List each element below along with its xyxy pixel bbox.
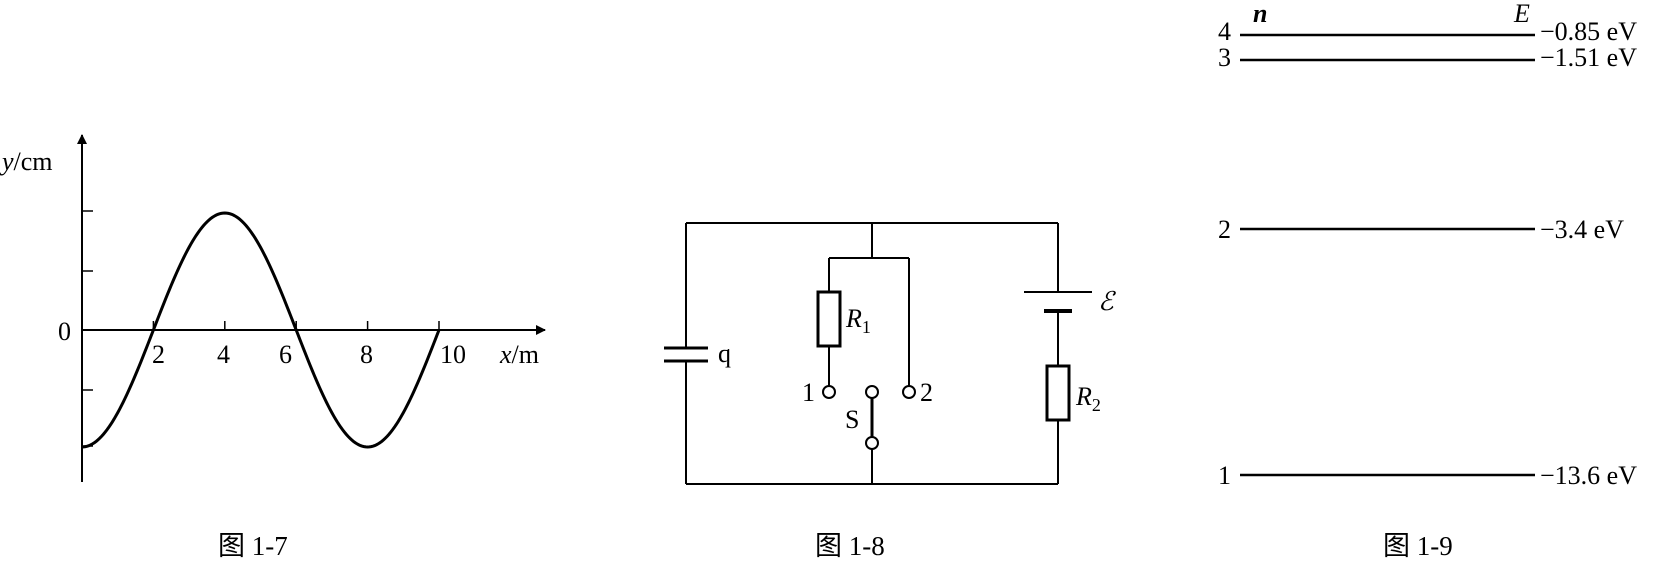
level-3-n: 3: [1218, 43, 1231, 72]
caption-fig-1-7: 图 1-7: [218, 531, 288, 561]
level-2-energy: −3.4 eV: [1540, 215, 1624, 244]
n-header: n: [1253, 0, 1267, 28]
x-axis-label: x/m: [499, 340, 539, 369]
origin-label: 0: [58, 317, 71, 346]
x-tick-label-6: 6: [279, 340, 292, 369]
level-4-energy: −0.85 eV: [1540, 17, 1637, 46]
x-tick-label-10: 10: [440, 340, 466, 369]
terminal-2: [902, 385, 916, 399]
battery: [1024, 291, 1092, 313]
x-tick-label-4: 4: [217, 340, 230, 369]
energy-level-2: 2 −3.4 eV: [1218, 215, 1624, 244]
resistor-r2: [1045, 364, 1071, 422]
resistor-r1-label: R1: [845, 304, 871, 337]
resistor-r2-label: R2: [1075, 382, 1101, 415]
wave-graph: 0 2 4 6 8 10 y/cm x/m 图 1-7: [0, 134, 546, 561]
level-3-energy: −1.51 eV: [1540, 43, 1637, 72]
energy-level-4: 4 −0.85 eV: [1218, 17, 1637, 46]
level-1-n: 1: [1218, 461, 1231, 490]
x-tick-label-2: 2: [152, 340, 165, 369]
y-axis-label: y/cm: [0, 147, 53, 176]
emf-label: ℰ: [1098, 287, 1116, 316]
capacitor-label: q: [718, 339, 731, 368]
wave-curve: [81, 211, 441, 449]
switch-pivot-top: [865, 385, 879, 399]
level-2-n: 2: [1218, 215, 1231, 244]
switch-label: S: [845, 405, 859, 434]
caption-fig-1-9: 图 1-9: [1383, 531, 1453, 561]
energy-level-3: 3 −1.51 eV: [1218, 43, 1637, 72]
terminal-1: [822, 385, 836, 399]
energy-level-diagram: n E 4 −0.85 eV 3 −1.51 eV 2 −3.4 eV 1 −1…: [1218, 0, 1637, 561]
e-header: E: [1513, 0, 1530, 28]
circuit-diagram: q ℰ R2 R1 1 2 S 图 1-8: [664, 222, 1116, 561]
y-ticks: [82, 210, 93, 447]
capacitor: [664, 346, 708, 363]
x-tick-label-8: 8: [360, 340, 373, 369]
resistor-r1: [816, 290, 842, 348]
terminal-2-label: 2: [920, 378, 933, 407]
terminal-1-label: 1: [802, 378, 815, 407]
caption-fig-1-8: 图 1-8: [815, 531, 885, 561]
level-1-energy: −13.6 eV: [1540, 461, 1637, 490]
level-4-n: 4: [1218, 17, 1231, 46]
energy-level-1: 1 −13.6 eV: [1218, 461, 1637, 490]
switch-pivot-bottom: [865, 436, 879, 450]
